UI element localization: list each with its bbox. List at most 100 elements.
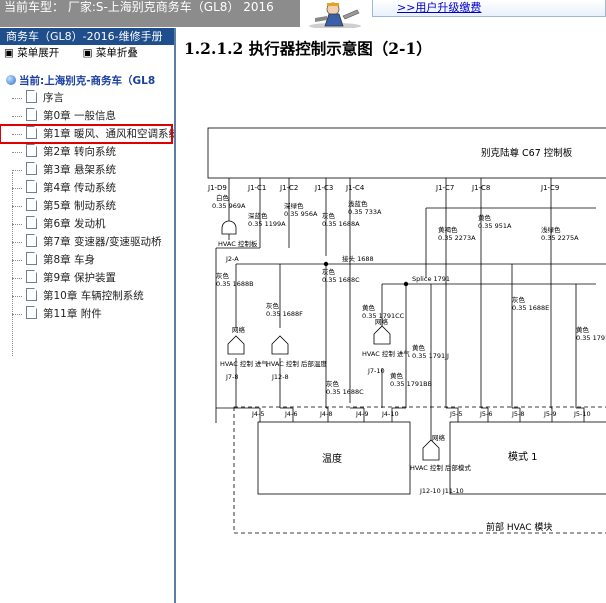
svg-text:J4-6: J4-6 [284, 410, 298, 418]
svg-text:黄色: 黄色 [362, 303, 376, 312]
document-icon [26, 144, 37, 157]
svg-text:J5-9: J5-9 [543, 410, 557, 418]
mesh-label: 网络 [375, 317, 389, 326]
pin-j1-c7: J1-C7 [435, 184, 454, 192]
expand-menu-button[interactable]: ▣ 菜单展开 [4, 47, 60, 59]
svg-text:0.35 1199A: 0.35 1199A [248, 220, 286, 228]
document-icon [26, 216, 37, 229]
wiring-diagram: 别克陆尊 C67 控制板 J1-D9 J1-C1 J1-C2 J1-C3 J1-… [207, 127, 606, 534]
svg-text:J7-8: J7-8 [225, 373, 239, 381]
tree-item-chapter-0[interactable]: 第0章 一般信息 [0, 107, 174, 125]
collapse-menu-button[interactable]: ▣ 菜单折叠 [82, 47, 138, 59]
tree-item-chapter-11[interactable]: 第11章 附件 [0, 305, 174, 323]
pin-j1-c4: J1-C4 [345, 184, 365, 192]
svg-text:J4-5: J4-5 [251, 410, 265, 418]
svg-text:0.35 969A: 0.35 969A [212, 202, 246, 210]
tree-item-chapter-9[interactable]: 第9章 保护装置 [0, 269, 174, 287]
document-icon [26, 306, 37, 319]
document-icon [26, 162, 37, 175]
tree-item-chapter-5[interactable]: 第5章 制动系统 [0, 197, 174, 215]
svg-text:深绿色: 深绿色 [284, 201, 304, 210]
document-icon [26, 126, 37, 139]
svg-text:黄褐色: 黄褐色 [438, 225, 458, 234]
svg-text:HVAC 控制 后部模式: HVAC 控制 后部模式 [410, 463, 471, 472]
svg-text:0.35 2273A: 0.35 2273A [438, 234, 476, 242]
svg-text:J12-10 J11-10: J12-10 J11-10 [419, 487, 464, 495]
svg-text:黄色: 黄色 [412, 343, 426, 352]
svg-text:黄色: 黄色 [478, 213, 492, 222]
document-icon [26, 198, 37, 211]
svg-text:J5-5: J5-5 [449, 410, 463, 418]
chapter-tree: 当前:上海别克-商务车（GL8 序言 第0章 一般信息 第1章 暖风、通风和空调… [0, 73, 174, 356]
svg-text:HVAC 控制 进气: HVAC 控制 进气 [362, 349, 410, 358]
svg-text:0.35 1791JJ: 0.35 1791JJ [412, 352, 449, 360]
upgrade-link[interactable]: >>用户升级缴费 [397, 1, 482, 14]
svg-text:0.35 1688A: 0.35 1688A [322, 220, 360, 228]
tree-root[interactable]: 当前:上海别克-商务车（GL8 [0, 73, 174, 89]
svg-text:灰色: 灰色 [322, 267, 336, 276]
document-icon [26, 252, 37, 265]
svg-text:0.35 733A: 0.35 733A [348, 208, 382, 216]
tree-item-chapter-6[interactable]: 第6章 发动机 [0, 215, 174, 233]
document-icon [26, 234, 37, 247]
pin-j1-c2: J1-C2 [279, 184, 298, 192]
pin-j1-c9: J1-C9 [540, 184, 559, 192]
current-model-label: 当前车型： 厂家:S-上海别克商务车（GL8） 2016 [0, 0, 300, 27]
document-icon [26, 108, 37, 121]
content-pane: 1.2.1.2 执行器控制示意图（2-1） [176, 28, 606, 603]
svg-text:0.35 1688C: 0.35 1688C [322, 276, 360, 284]
svg-text:0.35 956A: 0.35 956A [284, 210, 318, 218]
svg-text:0.35 1791CC: 0.35 1791CC [362, 312, 405, 320]
bcm-label: 别克陆尊 C67 控制板 [481, 147, 573, 159]
svg-text:J7-10: J7-10 [367, 367, 385, 375]
temperature-actuator-label: 温度 [322, 452, 342, 465]
pin-j1-c3: J1-C3 [314, 184, 333, 192]
svg-text:灰色: 灰色 [216, 271, 230, 280]
document-icon [26, 90, 37, 103]
svg-text:黄色: 黄色 [390, 371, 404, 380]
sidebar: 商务车（GL8）-2016-维修手册 ▣ 菜单展开 ▣ 菜单折叠 当前:上海别克… [0, 28, 176, 603]
svg-text:0.35 1688F: 0.35 1688F [266, 310, 303, 318]
mesh-label: 网络 [232, 325, 246, 334]
splice-1791-label: Splice 1791 [412, 275, 450, 283]
svg-text:灰色: 灰色 [326, 379, 340, 388]
page-title: 1.2.1.2 执行器控制示意图（2-1） [184, 39, 432, 58]
svg-text:浅绿色: 浅绿色 [541, 225, 561, 234]
document-icon [26, 288, 37, 301]
mechanic-logo-icon [305, 0, 365, 29]
globe-icon [6, 75, 16, 85]
document-icon [26, 180, 37, 193]
tree-item-chapter-8[interactable]: 第8章 车身 [0, 251, 174, 269]
svg-text:黄色: 黄色 [576, 325, 590, 334]
svg-text:深蓝色: 深蓝色 [248, 211, 268, 220]
svg-text:0.35 1791: 0.35 1791 [576, 334, 606, 342]
svg-text:浅蓝色: 浅蓝色 [348, 199, 368, 208]
svg-text:HVAC 控制 后部温度: HVAC 控制 后部温度 [266, 359, 327, 368]
tree-item-chapter-7[interactable]: 第7章 变速器/变速驱动桥 [0, 233, 174, 251]
tree-item-chapter-3[interactable]: 第3章 悬架系统 [0, 161, 174, 179]
document-icon [26, 270, 37, 283]
svg-text:J5-10: J5-10 [573, 410, 591, 418]
pin-j1-d9: J1-D9 [207, 184, 227, 192]
svg-text:灰色: 灰色 [266, 301, 280, 310]
hvac-panel-label: HVAC 控制板 [218, 239, 258, 248]
svg-text:J4-10: J4-10 [381, 410, 399, 418]
tree-item-chapter-4[interactable]: 第4章 传动系统 [0, 179, 174, 197]
tree-item-chapter-10[interactable]: 第10章 车辆控制系统 [0, 287, 174, 305]
svg-text:J5-6: J5-6 [479, 410, 493, 418]
svg-text:0.35 1791BB: 0.35 1791BB [390, 380, 432, 388]
hvac-module-label: 前部 HVAC 模块 [486, 521, 552, 533]
tree-item-chapter-1[interactable]: 第1章 暖风、通风和空调系统 [0, 124, 174, 144]
svg-text:0.35 951A: 0.35 951A [478, 222, 512, 230]
svg-text:0.35 2275A: 0.35 2275A [541, 234, 579, 242]
svg-text:0.35 1688E: 0.35 1688E [512, 304, 549, 312]
svg-text:J4-8: J4-8 [319, 410, 333, 418]
upgrade-banner[interactable]: >>用户升级缴费 [372, 0, 606, 17]
j2-a-label: J2-A [225, 255, 239, 263]
mode-actuator-label: 模式 1 [508, 450, 538, 463]
manual-title: 商务车（GL8）-2016-维修手册 [0, 28, 174, 45]
tree-item-chapter-2[interactable]: 第2章 转向系统 [0, 143, 174, 161]
menu-controls: ▣ 菜单展开 ▣ 菜单折叠 [0, 45, 174, 61]
tree-item-preface[interactable]: 序言 [0, 89, 174, 107]
top-bar: 当前车型： 厂家:S-上海别克商务车（GL8） 2016 >>用户升级缴费 [0, 0, 606, 29]
